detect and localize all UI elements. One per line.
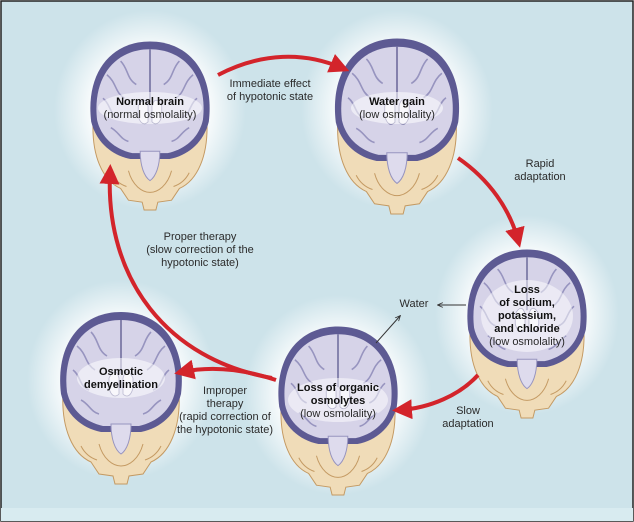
- node-title-water-gain: Water gain: [369, 96, 425, 108]
- node-title-loss-ions-4: and chloride: [494, 323, 560, 335]
- edge-label-rapid-adaptation-1: Rapid: [525, 158, 555, 170]
- node-title-loss-osmolytes-2: osmolytes: [310, 395, 366, 407]
- arrow-loss-osmolytes-to-normal: [99, 164, 273, 380]
- edge-label-proper-therapy-3: hypotonic state): [161, 257, 239, 269]
- edge-label-slow-adaptation-2: adaptation: [442, 418, 494, 430]
- water-label: Water: [392, 298, 436, 311]
- node-label-demyelination: Osmotic demyelination: [71, 366, 171, 392]
- node-label-water-gain: Water gain (low osmolality): [345, 96, 449, 122]
- node-title-loss-osmolytes-1: Loss of organic: [297, 382, 379, 394]
- node-subtitle-water-gain: (low osmolality): [359, 109, 435, 121]
- node-label-loss-ions: Loss of sodium, potassium, and chloride …: [474, 284, 580, 349]
- edge-label-improper-therapy-2: therapy: [206, 398, 244, 410]
- node-title-loss-ions-2: of sodium,: [499, 297, 555, 309]
- edge-label-immediate-effect-1: Immediate effect: [229, 78, 311, 90]
- node-label-normal-brain: Normal brain (normal osmolality): [92, 96, 208, 122]
- node-title-demyelination-1: Osmotic: [98, 366, 143, 378]
- bottom-band: [1, 508, 633, 521]
- node-title-loss-ions-1: Loss: [514, 284, 540, 296]
- edge-label-improper-therapy-4: the hypotonic state): [176, 424, 273, 436]
- edge-label-slow-adaptation: Slow adaptation: [430, 405, 506, 431]
- node-title-normal-brain: Normal brain: [116, 96, 184, 108]
- edge-label-rapid-adaptation: Rapid adaptation: [502, 158, 578, 184]
- edge-label-improper-therapy: Improper therapy (rapid correction of th…: [168, 385, 282, 437]
- arrow-water-out: [375, 316, 400, 344]
- node-subtitle-normal-brain: (normal osmolality): [103, 109, 197, 121]
- water-label-text: Water: [399, 298, 429, 310]
- edge-label-proper-therapy-2: (slow correction of the: [146, 244, 254, 256]
- arrow-water-gain-to-loss-ions: [456, 156, 525, 248]
- edge-label-proper-therapy-1: Proper therapy: [163, 231, 237, 243]
- edge-label-immediate-effect-2: of hypotonic state: [226, 91, 314, 103]
- edge-label-improper-therapy-3: (rapid correction of: [179, 411, 271, 423]
- node-label-loss-osmolytes: Loss of organic osmolytes (low osmolalit…: [280, 382, 396, 421]
- edge-label-slow-adaptation-1: Slow: [456, 405, 480, 417]
- arrow-loss-ions-to-loss-osmolytes: [392, 373, 480, 420]
- arrow-loss-osmolytes-to-demyelination: [174, 359, 277, 382]
- node-subtitle-loss-osmolytes: (low osmolality): [300, 408, 376, 420]
- arrow-normal-to-water-gain: [217, 54, 350, 77]
- edge-label-rapid-adaptation-2: adaptation: [514, 171, 566, 183]
- node-title-loss-ions-3: potassium,: [497, 310, 557, 322]
- node-title-demyelination-2: demyelination: [84, 379, 158, 391]
- node-subtitle-loss-ions: (low osmolality): [489, 336, 565, 348]
- edge-label-proper-therapy: Proper therapy (slow correction of the h…: [130, 231, 270, 270]
- edge-label-immediate-effect: Immediate effect of hypotonic state: [208, 78, 332, 104]
- edge-label-improper-therapy-1: Improper: [202, 385, 248, 397]
